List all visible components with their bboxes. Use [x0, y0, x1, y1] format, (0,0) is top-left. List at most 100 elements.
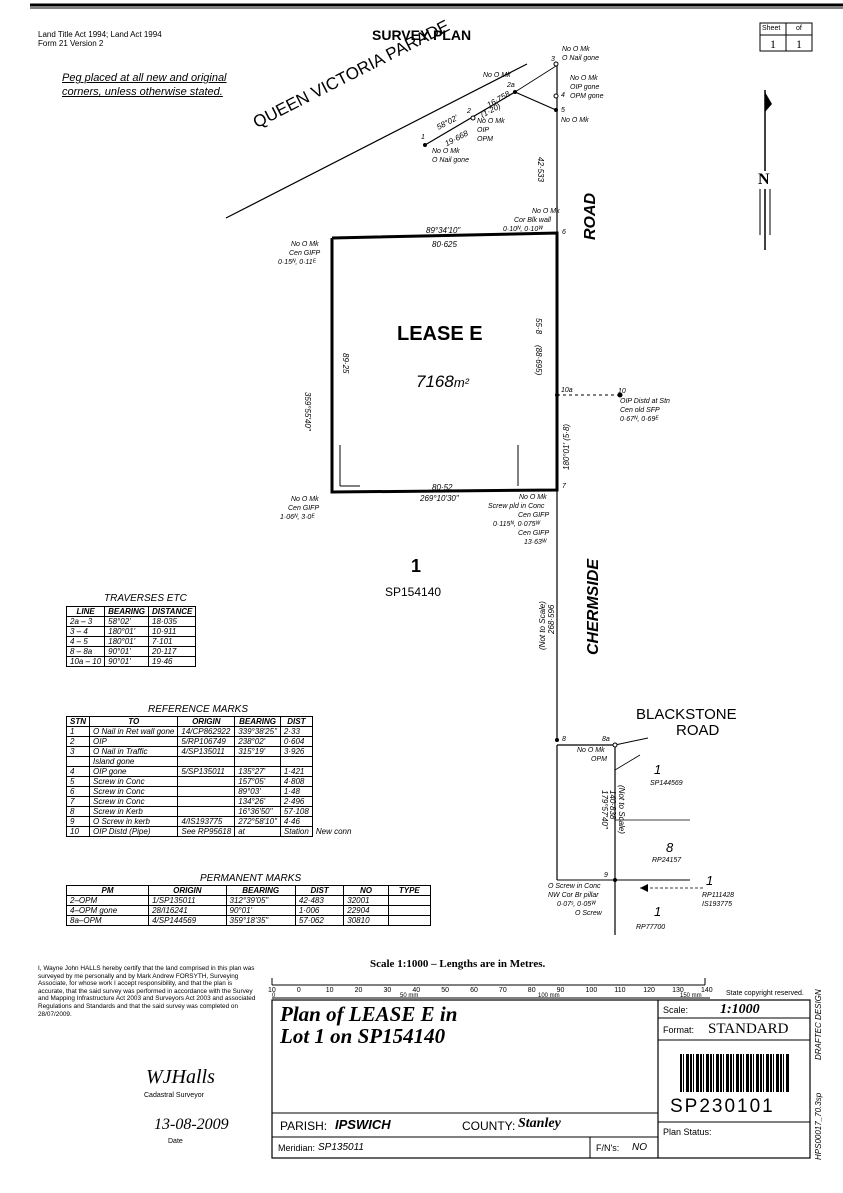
pt2-note-a: No O Mk [477, 118, 505, 125]
lot-number: 1 [411, 556, 422, 576]
permanent-mark-row-cell: 4/SP144569 [148, 915, 227, 926]
right-upper-distance: 55·8 [534, 318, 543, 335]
lot-rp24157-plan: RP24157 [652, 857, 682, 864]
plan-title-line2: Lot 1 on SP154140 [280, 1024, 446, 1048]
reference-mark-row-cell: 5/RP106749 [177, 736, 236, 747]
reference-mark-row-cell [312, 777, 354, 787]
permanent-mark-row-cell: 22904 [343, 905, 389, 916]
scale-label: Scale: [663, 1005, 689, 1015]
reference-mark-row-cell [177, 796, 236, 807]
reference-mark-row-cell [177, 806, 236, 817]
reference-mark-row-cell: 1 [66, 726, 90, 737]
pt7-number: 7 [562, 483, 566, 490]
pt3-note-a: No O Mk [562, 46, 590, 53]
scale-mm-label: 150 mm [680, 993, 702, 999]
reference-mark-row-cell: 4 [66, 766, 90, 777]
reference-mark-row-cell [312, 787, 354, 797]
pt4-note-c: OPM gone [570, 93, 604, 100]
reference-mark-row-cell [312, 797, 354, 807]
scale-tick-label: 70 [498, 987, 507, 994]
reference-marks-header: BEARING [234, 716, 281, 727]
reference-mark-row-cell: 16°36'50" [234, 806, 281, 817]
scale-tick-label: 130 [672, 987, 684, 994]
north-arrow-label: N [756, 171, 772, 189]
permanent-mark-row-cell: 1·006 [294, 905, 345, 916]
pt9-note-c: 0·07ˢ, 0·05ᵂ [557, 901, 596, 908]
reference-mark-row-cell [312, 817, 354, 827]
pt5-note-a: No O Mk [561, 117, 589, 124]
lot-rp111428-number: 1 [706, 873, 714, 888]
permanent-mark-row-cell [387, 895, 432, 906]
lot-rp24157-number: 8 [666, 840, 674, 855]
reference-mark-row-cell: Station [279, 826, 313, 837]
scale-value: 1:1000 [720, 1002, 760, 1017]
scale-tick-label: 110 [614, 987, 626, 994]
pt7-note-b: Screw pld in Conc [488, 503, 545, 510]
bottom-distance: 80·52 [432, 483, 453, 492]
form-text: Form 21 Version 2 [38, 39, 104, 48]
pt2-number: 2 [467, 108, 471, 115]
scale-tick-label: 140 [701, 987, 713, 994]
permanent-marks-header: BEARING [225, 885, 296, 896]
reference-mark-row-cell: OIP Distd (Pipe) [88, 826, 179, 837]
parish-value: IPSWICH [335, 1117, 391, 1132]
county-label: COUNTY: [462, 1119, 516, 1133]
surveyor-certificate: I, Wayne John HALLS hereby certify that … [38, 965, 256, 1018]
format-value: STANDARD [708, 1021, 789, 1037]
pt10a-number: 10a [561, 387, 573, 394]
reference-mark-row-cell: 9 [66, 816, 90, 827]
reference-mark-row-cell [312, 727, 354, 737]
scale-tick-label: 10 [268, 987, 276, 994]
meridian-label: Meridian: [278, 1143, 316, 1153]
date-label: Date [168, 1138, 183, 1145]
pt7-note-e: Cen GIFP [518, 530, 550, 537]
nw-corner-note-a: No O Mk [291, 241, 319, 248]
pt6-note-c: 0·10ᴺ, 0·10ᵂ [503, 226, 543, 233]
permanent-mark-row-cell: 4–OPM gone [65, 905, 150, 916]
sheet-label: Sheet [762, 25, 781, 32]
qvp-top-distance: 42·533 [536, 157, 545, 182]
traverse-row-cell: 19·46 [148, 656, 197, 667]
plan-status-label: Plan Status: [663, 1127, 712, 1137]
traverse-row-cell: 3 – 4 [65, 626, 106, 637]
plan-title-line1: Plan of LEASE E in [280, 1002, 458, 1026]
lease-area: 7168m² [416, 372, 469, 392]
county-value: Stanley [518, 1116, 561, 1131]
pt9-note-d: O Screw [575, 910, 602, 917]
right-lower-dimension: 180°01' (5·8) [562, 423, 571, 470]
permanent-marks-header: PM [65, 885, 150, 896]
pt7-note-c: Cen GIFP [518, 512, 550, 519]
lot-is193775-plan: IS193775 [702, 901, 732, 908]
pt2-note-b: OIP [477, 127, 490, 134]
reference-mark-row-cell: O Nail in Ret wall gone [88, 726, 179, 737]
right-paren-distance: (88·695) [534, 345, 543, 376]
scale-tick-label: 0 [296, 987, 301, 994]
traverse-row-cell: 90°01' [104, 656, 150, 667]
permanent-mark-row-cell: 32001 [343, 895, 389, 906]
permanent-mark-row-cell: 2–OPM [65, 895, 150, 906]
permanent-marks-title: PERMANENT MARKS [200, 873, 302, 884]
pt1-number: 1 [421, 134, 425, 141]
lease-area-value: 7168 [416, 372, 454, 391]
traverse-row-cell: 20·117 [148, 646, 197, 657]
chermside-label: CHERMSIDE [585, 558, 602, 655]
reference-mark-row-cell [312, 747, 354, 757]
pt8-number: 8 [562, 736, 566, 743]
reference-mark-row-cell [312, 767, 354, 777]
pt1-note-a: No O Mk [432, 148, 460, 155]
lot-rp111428-plan: RP111428 [702, 892, 735, 899]
plan-number: SP230101 [670, 1096, 775, 1117]
meridian-value: SP135011 [318, 1142, 364, 1153]
reference-mark-row-cell: Screw in Kerb [88, 806, 179, 817]
reference-mark-row-cell [312, 737, 354, 747]
pt10-note-b: Cen old SFP [620, 407, 660, 414]
